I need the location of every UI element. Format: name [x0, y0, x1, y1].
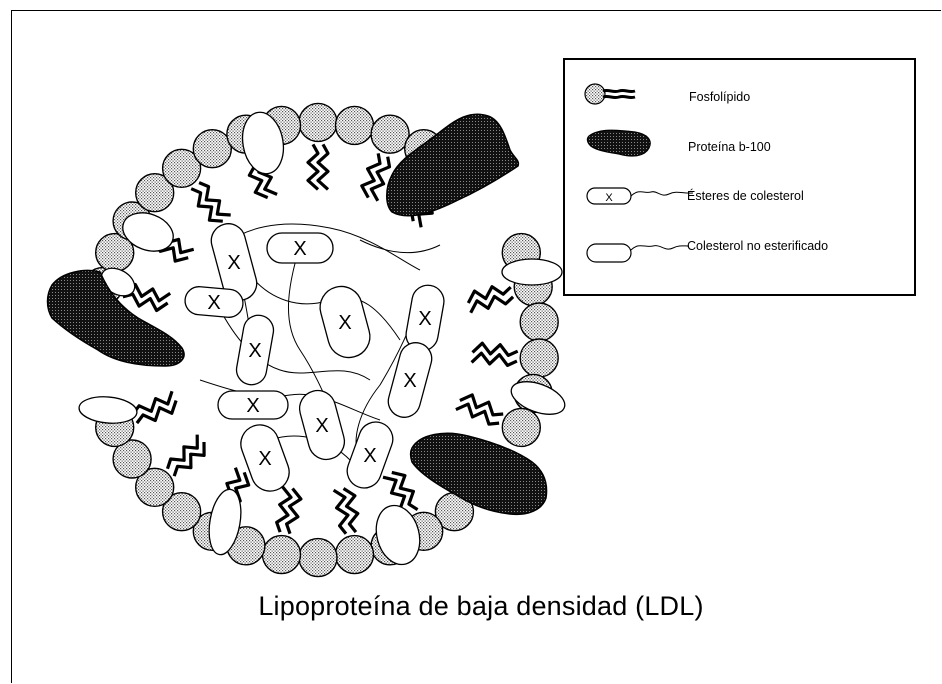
- protein-b100-bottom-right: [409, 432, 548, 516]
- phospholipid-head: [370, 114, 410, 154]
- cholesterol-ester-body: [240, 424, 290, 492]
- phospholipid-icon: [584, 83, 636, 105]
- legend-box: Fosfolípido Proteína b-100 X Ésteres de …: [563, 58, 916, 296]
- phospholipid-head: [298, 537, 338, 578]
- phospholipid-head: [134, 467, 175, 507]
- free-cholesterol: [122, 212, 174, 252]
- phospholipid-head: [334, 105, 375, 146]
- cholesterol-ester-marker: X: [363, 445, 376, 467]
- cholesterol-ester-body: [387, 342, 433, 418]
- cholesterol-molecules: [78, 111, 566, 566]
- phospholipid-head: [298, 102, 338, 143]
- free-cholesterol: [375, 504, 421, 566]
- phospholipid-head: [519, 302, 559, 342]
- phospholipid-tail: [172, 441, 206, 477]
- phospholipid-tail: [469, 294, 515, 314]
- cholesterol-ester-body: [210, 223, 258, 301]
- cholesterol-ester-marker: X: [315, 415, 328, 437]
- legend-label-cholesterol-ester: Ésteres de colesterol: [687, 189, 804, 203]
- core-line: [199, 379, 381, 421]
- cholesterol-ester: X: [235, 314, 275, 386]
- free-cholesterol: [241, 111, 285, 175]
- cholesterol-ester-marker: X: [258, 448, 271, 470]
- protein-b100-top-right: [386, 113, 520, 217]
- phospholipid-head: [519, 338, 559, 378]
- phospholipid-head: [161, 148, 202, 189]
- cholesterol-ester-marker: X: [418, 308, 431, 330]
- cholesterol-ester-body: [266, 232, 334, 264]
- cholesterol-ester-marker: X: [338, 312, 351, 334]
- legend-label-free-cholesterol: Colesterol no esterificado: [687, 239, 829, 253]
- cholesterol-ester-marker: X: [248, 340, 261, 362]
- cholesterol-ester: X: [319, 285, 371, 359]
- cholesterol-ester-marker: X: [207, 292, 220, 314]
- core-line: [359, 239, 441, 254]
- phospholipid-tail: [369, 156, 392, 202]
- cholesterol-ester: X: [240, 424, 290, 492]
- phospholipid-head: [112, 439, 152, 479]
- core-line: [214, 299, 371, 381]
- legend-label-protein: Proteína b-100: [688, 140, 771, 154]
- phospholipid-tail: [198, 181, 231, 217]
- phospholipid-tail: [470, 351, 518, 367]
- phospholipid-tail: [332, 488, 350, 535]
- phospholipid-head: [161, 492, 202, 532]
- free-cholesterol: [510, 381, 566, 415]
- phospholipid-tail: [455, 402, 500, 426]
- phospholipid-tail: [122, 292, 169, 313]
- cholesterol-ester-marker: X: [227, 252, 240, 274]
- cholesterol-ester: X: [266, 232, 334, 264]
- protein-icon: [586, 129, 651, 157]
- cholesterol-ester-body: [184, 286, 244, 318]
- cholesterol-ester: X: [387, 342, 433, 418]
- cholesterol-ester-icon-marker: X: [605, 192, 613, 204]
- figure-caption: Lipoproteína de baja densidad (LDL): [258, 591, 704, 621]
- phospholipid-tail: [190, 187, 223, 223]
- core-line: [239, 223, 421, 271]
- cholesterol-ester: X: [298, 389, 346, 461]
- protein-b100-patches: [46, 113, 548, 516]
- cholesterol-ester: X: [346, 421, 394, 489]
- free-cholesterol-icon: [586, 243, 690, 263]
- cholesterol-ester: X: [184, 286, 244, 318]
- legend-label-phospholipid: Fosfolípido: [689, 90, 751, 104]
- cholesterol-ester-marker: X: [403, 370, 416, 392]
- phospholipid-tail: [165, 434, 199, 470]
- phospholipid-tail: [342, 487, 360, 534]
- phospholipid-head: [134, 172, 175, 213]
- phospholipid-tail: [316, 143, 330, 191]
- phospholipid-head: [501, 407, 541, 448]
- protein-b100-left: [46, 269, 185, 367]
- cholesterol-ester: X: [405, 284, 445, 352]
- cholesterol-ester-body: [298, 389, 346, 461]
- phospholipid-tail: [471, 341, 519, 357]
- cholesterol-ester-marker: X: [293, 238, 306, 260]
- cholesterol-ester-marker: X: [246, 395, 259, 417]
- cholesterol-ester-body: [235, 314, 275, 386]
- phospholipid-head: [334, 534, 375, 575]
- phospholipid-tail: [135, 399, 178, 425]
- free-cholesterol: [78, 396, 138, 424]
- phospholipid-tail: [275, 485, 293, 533]
- phospholipid-tail: [459, 393, 504, 417]
- cholesterol-ester-body: [346, 421, 394, 489]
- cholesterol-ester-icon: X: [586, 187, 694, 205]
- cholesterol-ester-body: [217, 390, 289, 420]
- free-cholesterol: [208, 488, 242, 556]
- phospholipid-head: [192, 128, 233, 169]
- phospholipid-tail: [285, 487, 303, 535]
- phospholipid-tail: [466, 285, 512, 304]
- cholesterol-ester: X: [210, 223, 258, 301]
- phospholipid-head: [261, 534, 302, 575]
- phospholipid-tail: [306, 143, 320, 191]
- cholesterol-ester: X: [217, 390, 289, 420]
- phospholipid-tail: [360, 153, 382, 199]
- phospholipid-tail: [131, 390, 174, 415]
- cholesterol-ester-body: [319, 285, 371, 359]
- phospholipid-tail: [391, 470, 419, 511]
- free-cholesterol: [501, 258, 563, 286]
